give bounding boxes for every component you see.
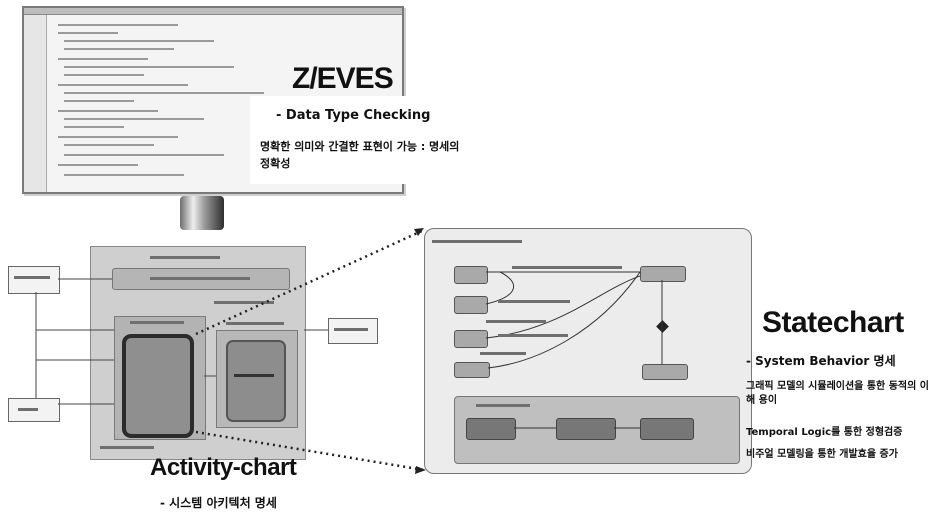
transition-label — [498, 334, 568, 337]
statechart-note-3: 비주얼 모델링을 통한 개발효율 증가 — [746, 446, 934, 463]
transition — [486, 276, 640, 338]
substate-label — [476, 404, 530, 407]
transition-label — [486, 320, 546, 323]
statechart-title: Statechart — [762, 306, 904, 340]
statechart-note-1: 그래픽 모델의 시뮬레이션을 통한 동적의 이해 용이 — [746, 380, 934, 408]
statechart-note-2: Temporal Logic를 통한 정형검증 — [746, 424, 934, 441]
statechart-bullet: - System Behavior 명세 — [746, 352, 896, 369]
transition-label — [498, 300, 570, 303]
transition-label — [480, 352, 526, 355]
transition-label — [512, 266, 622, 269]
